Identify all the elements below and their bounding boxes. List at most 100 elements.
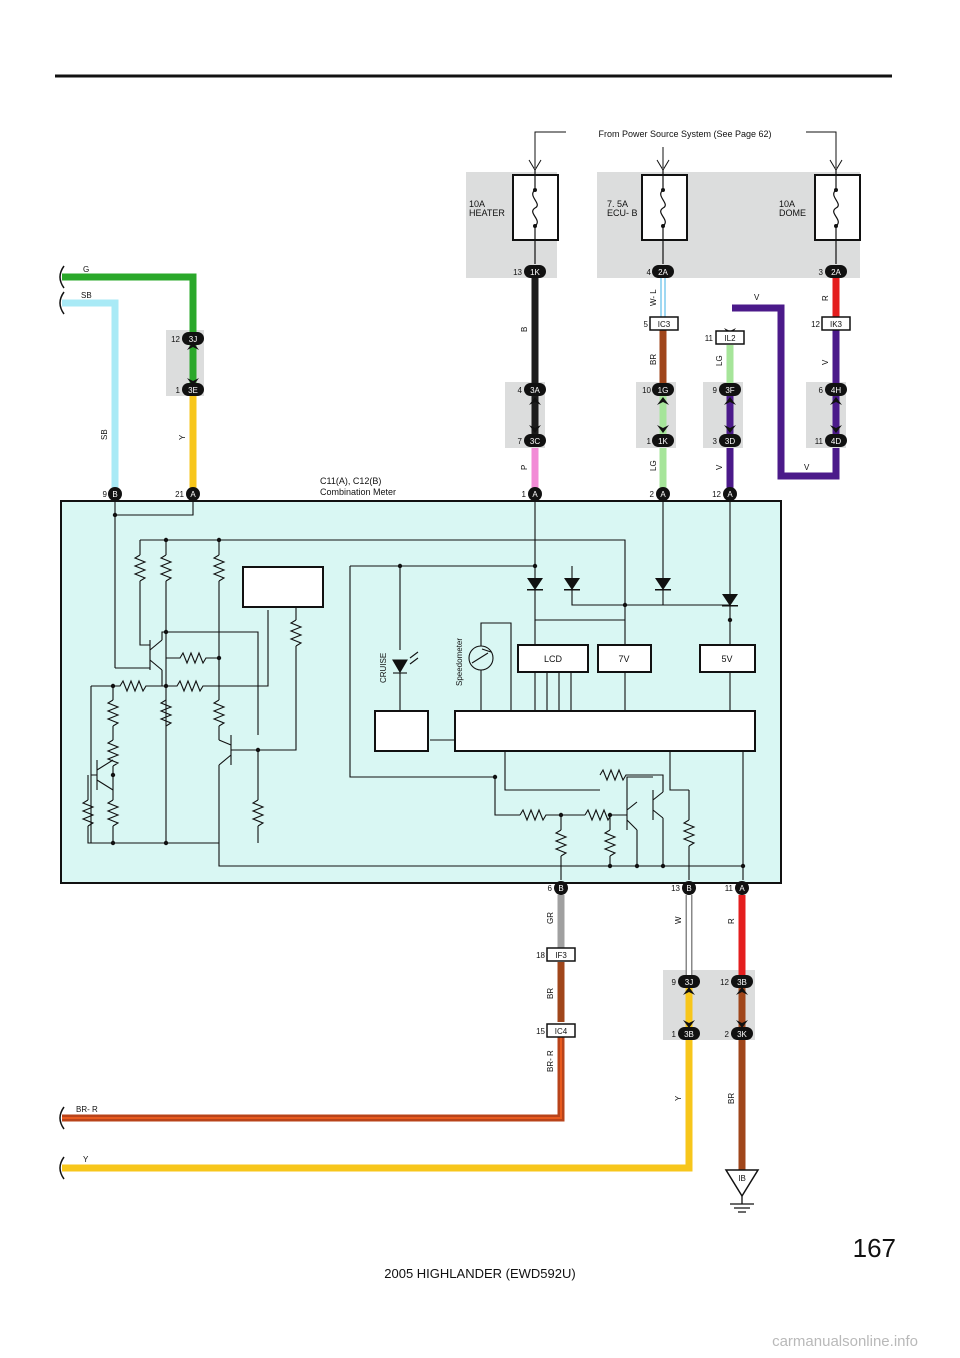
meter-pin-1a: 1 A xyxy=(522,487,542,501)
wire-y-lower xyxy=(62,1040,693,1172)
svg-text:IB: IB xyxy=(738,1174,746,1183)
wire-label-y1: Y xyxy=(178,434,187,440)
document-footer: 2005 HIGHLANDER (EWD592U) xyxy=(384,1266,575,1281)
wire-label-r2: R xyxy=(727,918,736,924)
wire-label-lg2: LG xyxy=(715,355,724,366)
fuse-dome-amp: 10A xyxy=(779,199,795,209)
svg-text:2: 2 xyxy=(725,1030,730,1039)
svg-text:3E: 3E xyxy=(188,386,198,395)
svg-text:7: 7 xyxy=(518,437,523,446)
connector-9-3j: 9 3J xyxy=(672,975,700,988)
meter-main-ic-box xyxy=(454,710,756,752)
svg-text:12: 12 xyxy=(811,320,820,329)
wire-label-lg1: LG xyxy=(649,460,658,471)
svg-text:3J: 3J xyxy=(189,335,197,344)
svg-text:13: 13 xyxy=(671,884,680,893)
connector-15-ic4: 15 IC4 xyxy=(536,1023,576,1038)
connector-1-1k: 1 1K xyxy=(647,434,674,447)
connector-1-3e: 1 3E xyxy=(176,383,204,396)
svg-text:12: 12 xyxy=(712,490,721,499)
5v-label: 5V xyxy=(721,654,732,664)
svg-text:1K: 1K xyxy=(658,437,668,446)
connector-3-3d: 3 3D xyxy=(713,434,741,447)
svg-text:2A: 2A xyxy=(831,268,841,277)
wire-end-brackets xyxy=(59,265,65,1180)
connector-1-3b: 1 3B xyxy=(672,1027,700,1040)
svg-text:A: A xyxy=(532,490,538,499)
svg-text:11: 11 xyxy=(725,884,734,893)
svg-text:13: 13 xyxy=(513,268,522,277)
svg-text:3: 3 xyxy=(713,437,718,446)
svg-text:10: 10 xyxy=(642,386,651,395)
meter-pin-12a: 12 A xyxy=(712,487,737,501)
svg-text:1: 1 xyxy=(522,490,527,499)
meter-ic-block-top xyxy=(242,566,324,608)
page-number: 167 xyxy=(853,1233,896,1263)
svg-text:4H: 4H xyxy=(831,386,841,395)
svg-text:1K: 1K xyxy=(530,268,540,277)
meter-pin-9b: 9 B xyxy=(103,487,122,501)
svg-text:11: 11 xyxy=(815,437,824,446)
connector-13-1k: 13 1K xyxy=(513,265,546,278)
meter-pin-11a: 11 A xyxy=(725,881,749,895)
meter-name-line2: Combination Meter xyxy=(320,487,396,497)
meter-name-line1: C11(A), C12(B) xyxy=(320,476,381,486)
connector-18-if3: 18 IF3 xyxy=(536,947,576,962)
svg-text:A: A xyxy=(190,490,196,499)
svg-text:3B: 3B xyxy=(684,1030,694,1039)
connector-2-3k: 2 3K xyxy=(725,1027,753,1040)
svg-text:3J: 3J xyxy=(685,978,693,987)
fuse-ecub-amp: 7. 5A xyxy=(607,199,628,209)
meter-diodes xyxy=(527,578,738,607)
connector-7-3c: 7 3C xyxy=(518,434,546,447)
svg-text:IL2: IL2 xyxy=(724,334,736,343)
wire-label-sb: SB xyxy=(81,291,92,300)
meter-lcd-box xyxy=(517,644,589,673)
combination-meter-box xyxy=(60,500,782,884)
svg-text:12: 12 xyxy=(171,335,180,344)
svg-text:12: 12 xyxy=(720,978,729,987)
svg-text:2A: 2A xyxy=(658,268,668,277)
connector-11-il2: 11 IL2 xyxy=(705,330,745,345)
connector-12-3b: 12 3B xyxy=(720,975,753,988)
svg-text:1: 1 xyxy=(672,1030,677,1039)
wire-label-sb2: SB xyxy=(100,429,109,440)
wire-label-w: W xyxy=(674,916,683,924)
svg-text:3F: 3F xyxy=(725,386,734,395)
meter-7v-box xyxy=(597,644,652,673)
svg-text:B: B xyxy=(112,490,117,499)
svg-text:3D: 3D xyxy=(725,437,735,446)
meter-pin-13b: 13 B xyxy=(671,881,696,895)
junction-dots xyxy=(110,512,746,869)
fuse-heater-name: HEATER xyxy=(469,208,505,218)
meter-internal-circuit xyxy=(81,501,744,880)
connector-9-3f: 9 3F xyxy=(713,383,741,396)
svg-text:18: 18 xyxy=(536,951,545,960)
speedometer-label: Speedometer xyxy=(455,638,464,686)
connector-4-3a: 4 3A xyxy=(518,383,546,396)
lcd-label: LCD xyxy=(544,654,563,664)
wire-label-v3: V xyxy=(804,463,810,472)
cruise-label: CRUISE xyxy=(379,653,388,683)
fuse-elements xyxy=(532,170,839,264)
svg-text:A: A xyxy=(660,490,666,499)
svg-text:1: 1 xyxy=(647,437,652,446)
svg-text:3: 3 xyxy=(819,268,824,277)
svg-text:3A: 3A xyxy=(530,386,540,395)
fuse-ecub-name: ECU- B xyxy=(607,208,638,218)
wire-label-brr: BR- R xyxy=(546,1050,555,1072)
wire-label-v2: V xyxy=(754,293,760,302)
svg-text:B: B xyxy=(558,884,563,893)
wire-label-b: B xyxy=(520,327,529,332)
wire-label-br1: BR xyxy=(649,354,658,365)
watermark: carmanualsonline.info xyxy=(772,1333,918,1350)
source-arrow-heater xyxy=(534,131,566,168)
svg-text:4D: 4D xyxy=(831,437,841,446)
wire-label-v4: V xyxy=(821,359,830,365)
wire-label-br3: BR xyxy=(727,1093,736,1104)
svg-text:15: 15 xyxy=(536,1027,545,1036)
svg-text:B: B xyxy=(686,884,691,893)
svg-text:1G: 1G xyxy=(658,386,669,395)
connector-12-3j: 12 3J xyxy=(171,332,204,345)
svg-text:A: A xyxy=(727,490,733,499)
